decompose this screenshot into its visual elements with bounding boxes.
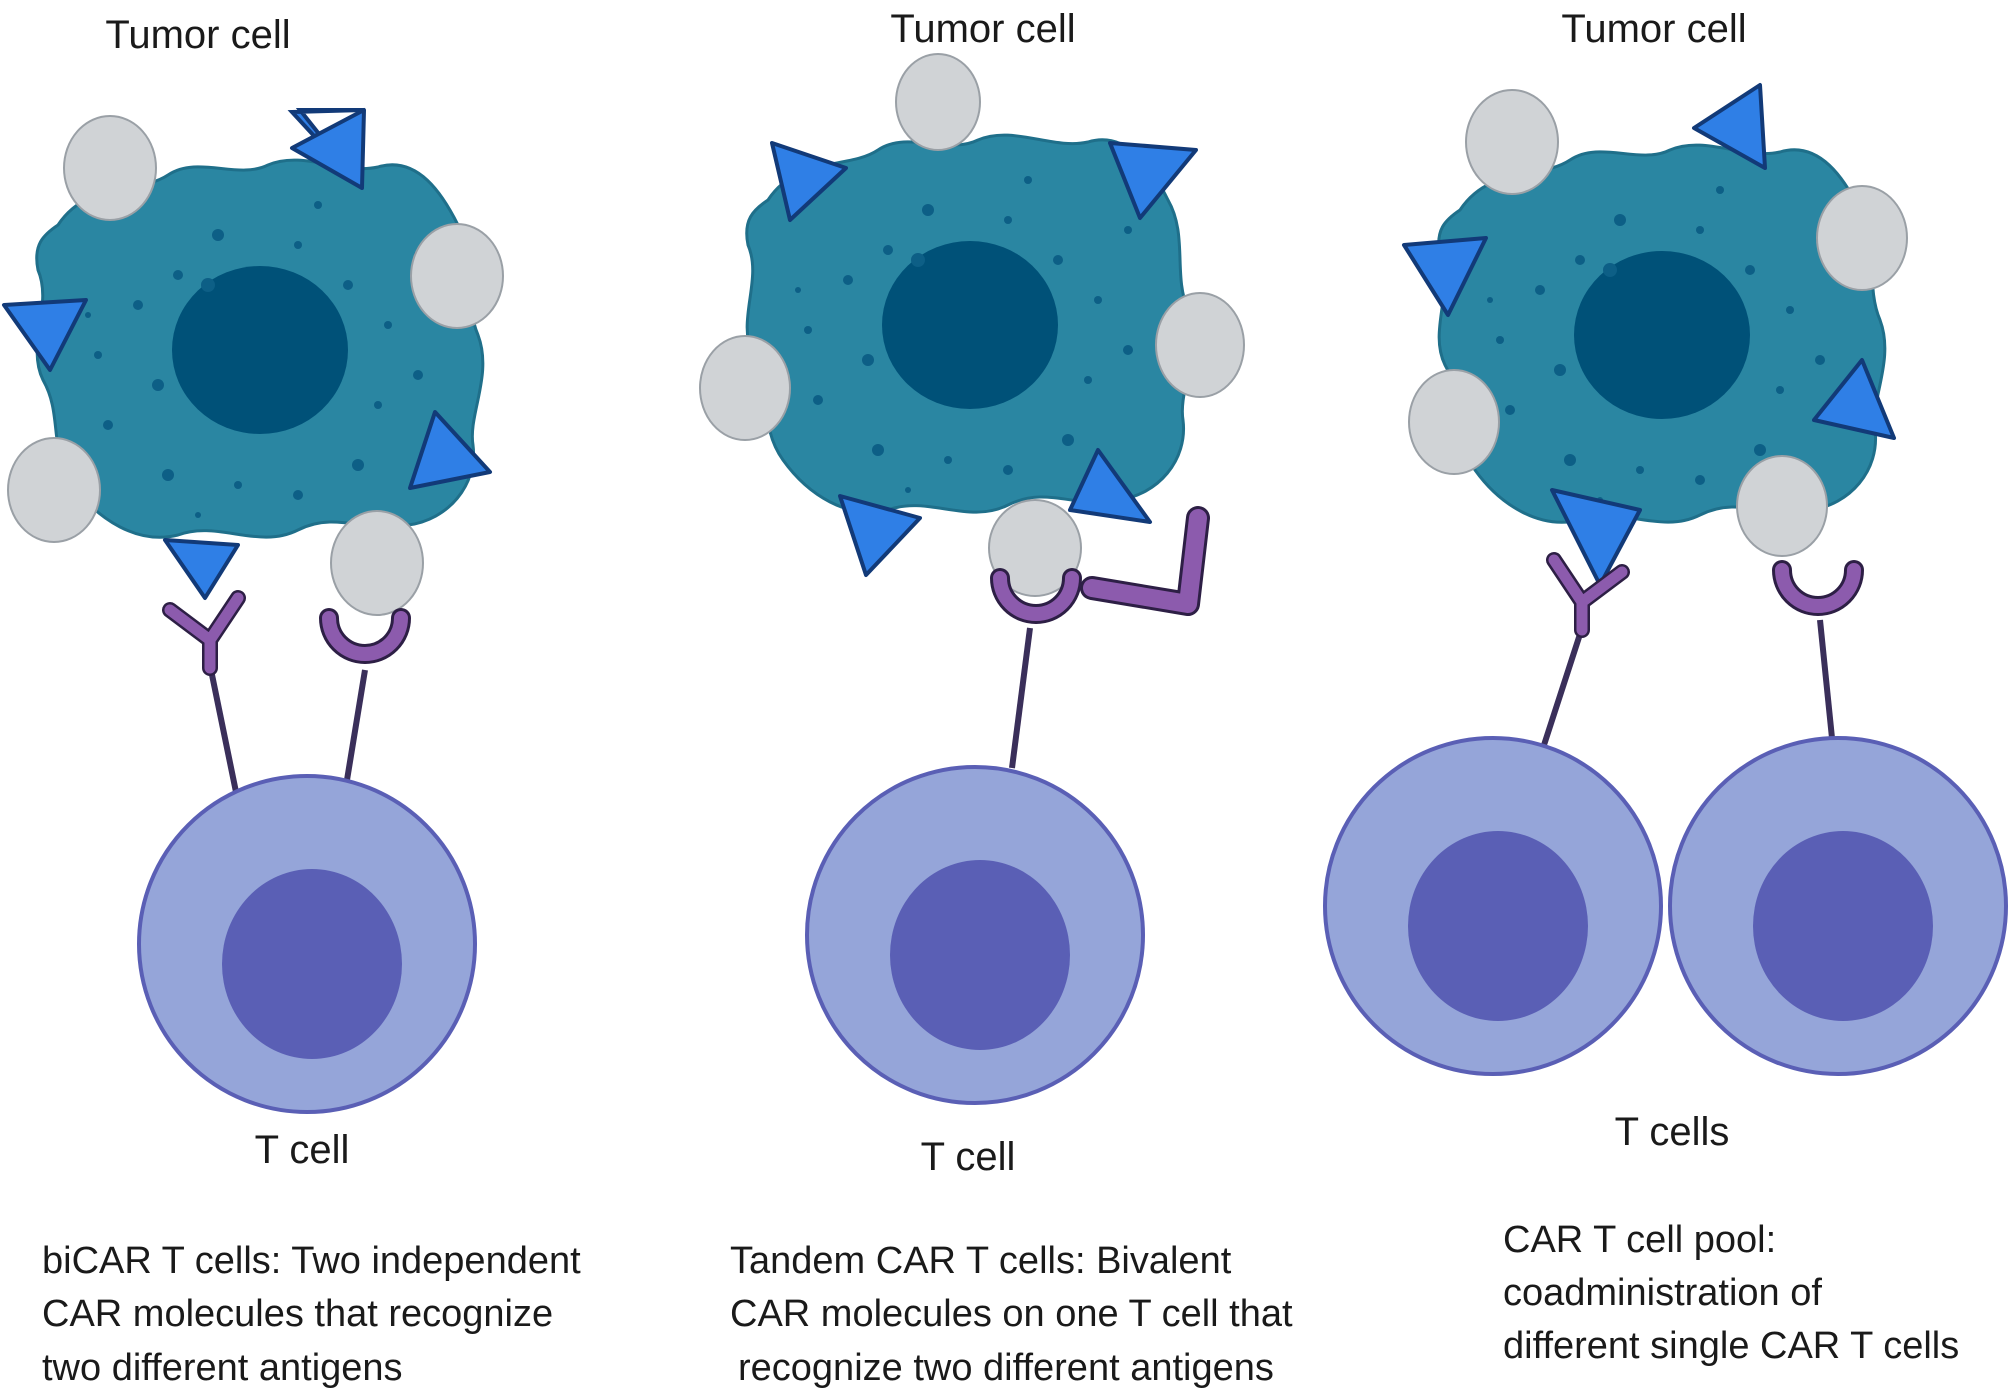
car-stalk	[344, 669, 368, 781]
antigen-triangle	[408, 410, 492, 490]
car-stalk	[1009, 627, 1033, 769]
t-cell	[1668, 736, 2008, 1076]
antigen-oval	[699, 335, 791, 441]
t-cell-label: T cell	[921, 1135, 1016, 1179]
antigen-triangle	[1812, 358, 1896, 440]
antigen-oval	[1816, 185, 1908, 291]
antigen-oval	[330, 510, 424, 616]
car-stalk	[207, 664, 239, 793]
antigen-oval	[1408, 369, 1500, 475]
antigen-triangle	[1402, 236, 1488, 317]
t-cell	[805, 765, 1145, 1105]
antigen-oval	[7, 437, 101, 543]
caption-line: different single CAR T cells	[1503, 1325, 1959, 1367]
t-cell-label: T cell	[255, 1128, 350, 1172]
car-stalk	[1541, 627, 1585, 746]
caption-line: Tandem CAR T cells: Bivalent	[730, 1240, 1232, 1282]
antigen-oval	[1736, 455, 1828, 557]
tumor-cell	[1437, 143, 1887, 524]
panel-tandem-car: Tumor cell T cell Tandem CAR T cells: Bi…	[699, 7, 1293, 1389]
antigen-triangle	[1108, 141, 1198, 220]
tumor-cell-label: Tumor cell	[890, 7, 1075, 51]
antigen-triangle	[1068, 448, 1152, 524]
antigen-oval	[988, 499, 1082, 597]
antigen-triangle	[2, 298, 88, 372]
l-shaped-car-receptor	[1080, 506, 1210, 616]
caption-line: coadministration of	[1503, 1272, 1822, 1314]
u-shaped-car-receptor	[1782, 570, 1854, 606]
antigen-oval	[63, 115, 157, 221]
tumor-cell-label: Tumor cell	[105, 13, 290, 57]
u-shaped-car-receptor	[329, 618, 401, 654]
y-shaped-car-receptor	[170, 598, 238, 668]
t-cell	[1323, 736, 1663, 1076]
caption-line: CAR molecules on one T cell that	[730, 1293, 1293, 1335]
t-cell	[137, 774, 477, 1114]
caption-line: CAR T cell pool:	[1503, 1219, 1776, 1261]
caption-line: recognize two different antigens	[738, 1347, 1274, 1389]
antigen-triangle	[1692, 83, 1767, 170]
antigen-oval	[1465, 89, 1559, 195]
panel-bicar: Tumor cell T cell biCAR T cells: Two ind…	[2, 13, 581, 1389]
antigen-triangle	[838, 494, 922, 577]
antigen-oval	[895, 53, 981, 151]
y-shaped-car-receptor	[1554, 560, 1622, 630]
t-cells-label: T cells	[1615, 1110, 1730, 1154]
antigen-triangle	[770, 141, 848, 222]
antigen-triangle	[1550, 488, 1642, 587]
caption-line: two different antigens	[42, 1347, 403, 1389]
caption-line: CAR molecules that recognize	[42, 1293, 553, 1335]
caption-line: biCAR T cells: Two independent	[42, 1240, 581, 1282]
tumor-cell-label: Tumor cell	[1561, 7, 1746, 51]
panel-car-t-cell-pool: Tumor cell T cells CAR T cell pool: coad…	[1323, 7, 2008, 1367]
antigen-triangle	[163, 538, 240, 600]
antigen-oval	[410, 223, 504, 329]
car-stalk	[1817, 619, 1835, 739]
antigen-triangle	[287, 108, 366, 190]
antigen-oval	[1155, 292, 1245, 398]
